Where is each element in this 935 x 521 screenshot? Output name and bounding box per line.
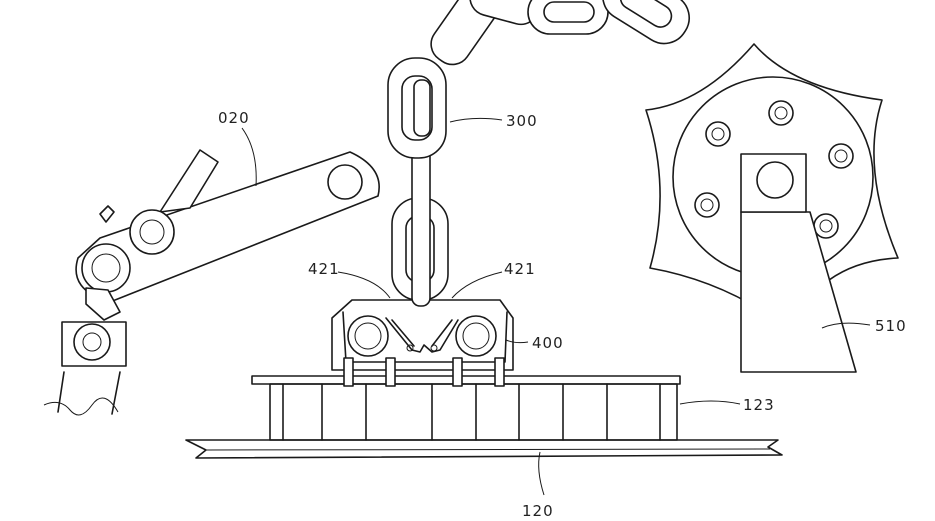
- beam: [252, 376, 680, 440]
- label-clamp: 400: [532, 334, 564, 352]
- rail: [186, 440, 782, 458]
- label-arm: 020: [218, 109, 250, 127]
- label-bolt-right: 421: [504, 260, 536, 278]
- sprocket: [646, 44, 898, 372]
- clamp: [332, 300, 513, 386]
- label-beam: 123: [743, 396, 775, 414]
- label-bolt-left: 421: [308, 260, 340, 278]
- label-rail: 120: [522, 502, 554, 520]
- label-sprocket: 510: [875, 317, 907, 335]
- label-chain: 300: [506, 112, 538, 130]
